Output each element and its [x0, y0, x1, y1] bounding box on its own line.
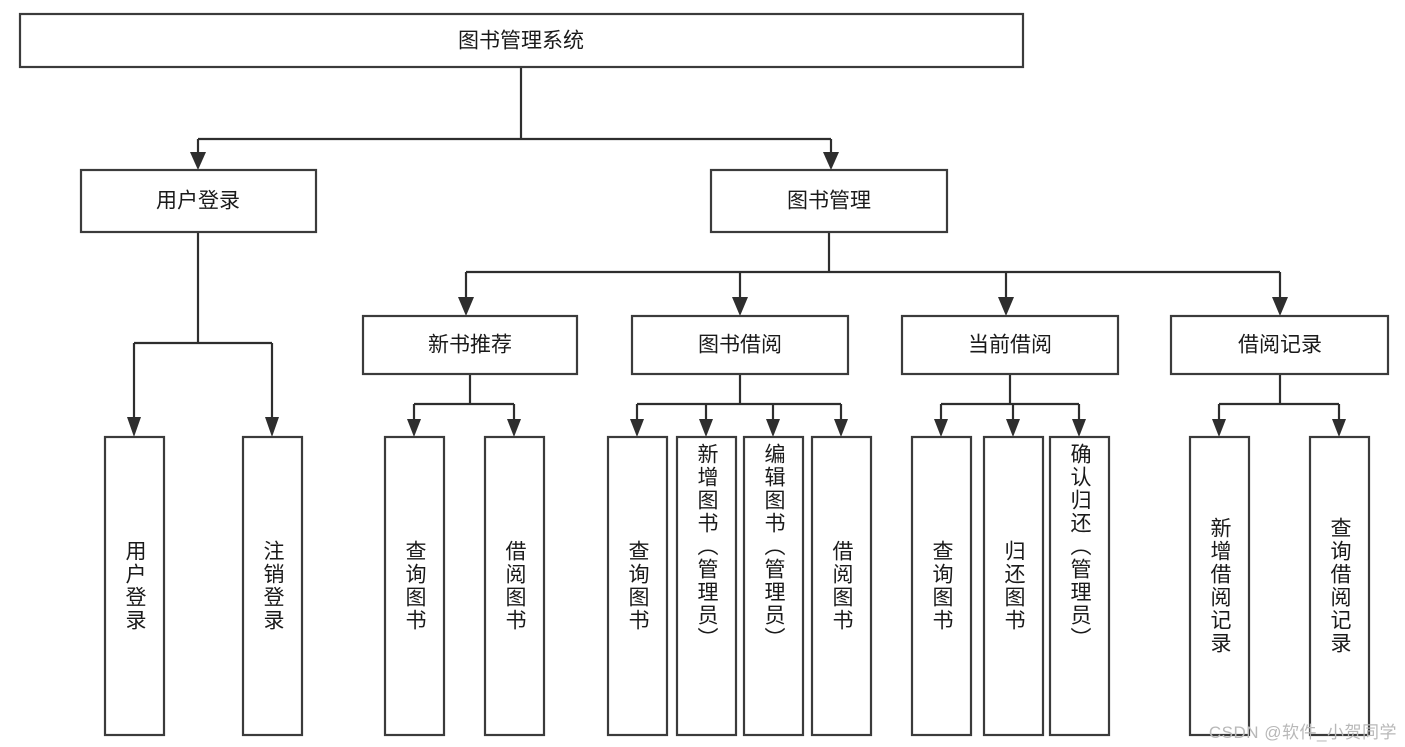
connector-group-newbook-to-leaves [407, 374, 521, 437]
node-book-borrow[interactable]: 图书借阅 [630, 314, 850, 376]
leaf-query-book-1-box[interactable] [383, 435, 446, 737]
node-user-login-box[interactable] [79, 168, 318, 234]
node-user-login-label: 用户登录 [156, 190, 240, 213]
arrow-head-leaf-edit-book [766, 419, 780, 437]
node-current-borrow-box[interactable] [900, 314, 1120, 376]
node-root-system[interactable]: 图书管理系统 [18, 12, 1025, 69]
arrow-head-leaf-add-book [699, 419, 713, 437]
csdn-watermark: CSDN @软件_小贺同学 [1208, 723, 1397, 742]
connector-group-borrowrecord-to-leaves [1212, 374, 1346, 437]
node-current-borrow-label: 当前借阅 [968, 334, 1052, 357]
arrow-head-leaf-query-book-3 [934, 419, 948, 437]
arrow-head-borrow-record [1272, 297, 1288, 316]
arrow-head-current-borrow [998, 297, 1014, 316]
arrow-head-leaf-borrow-book-1 [507, 419, 521, 437]
arrow-head-new-book-recommend [458, 297, 474, 316]
leaf-user-login-box[interactable] [103, 435, 166, 737]
node-borrow-record[interactable]: 借阅记录 [1169, 314, 1390, 376]
arrow-head-book-borrow [732, 297, 748, 316]
leaf-edit-book-box[interactable] [742, 435, 805, 737]
leaf-confirm-return-box[interactable] [1048, 435, 1111, 737]
leaf-borrow-book-2-box[interactable] [810, 435, 873, 737]
arrow-head-leaf-query-record [1332, 419, 1346, 437]
arrow-head-book-management [823, 152, 839, 170]
arrow-head-leaf-borrow-book-2 [834, 419, 848, 437]
connector-group-bookmgmt-to-level3 [458, 232, 1288, 316]
leaf-logout-box[interactable] [241, 435, 304, 737]
leaf-query-book-3-box[interactable] [910, 435, 973, 737]
node-book-borrow-box[interactable] [630, 314, 850, 376]
connector-group-bookborrow-to-leaves [630, 374, 848, 437]
node-book-management-label: 图书管理 [787, 190, 871, 213]
leaf-borrow-book-1-box[interactable] [483, 435, 546, 737]
node-root-system-label: 图书管理系统 [458, 30, 584, 53]
leaf-add-record-box[interactable] [1188, 435, 1251, 737]
node-root-system-box[interactable] [18, 12, 1025, 69]
arrow-head-leaf-user-login [127, 417, 141, 437]
arrow-head-leaf-query-book-2 [630, 419, 644, 437]
leaf-add-book-box[interactable] [675, 435, 738, 737]
node-user-login[interactable]: 用户登录 [79, 168, 318, 234]
arrow-head-leaf-return-book [1006, 419, 1020, 437]
node-new-book-recommend-box[interactable] [361, 314, 579, 376]
connector-group-root-to-level2 [190, 67, 839, 170]
node-new-book-recommend-label: 新书推荐 [428, 334, 512, 357]
node-current-borrow[interactable]: 当前借阅 [900, 314, 1120, 376]
leaf-return-book-box[interactable] [982, 435, 1045, 737]
node-new-book-recommend[interactable]: 新书推荐 [361, 314, 579, 376]
connector-group-currentborrow-to-leaves [934, 374, 1086, 437]
arrow-head-leaf-query-book-1 [407, 419, 421, 437]
leaf-query-book-2-box[interactable] [606, 435, 669, 737]
node-book-management[interactable]: 图书管理 [709, 168, 949, 234]
arrow-head-user-login [190, 152, 206, 170]
arrow-head-leaf-confirm-return [1072, 419, 1086, 437]
leaf-query-record-box[interactable] [1308, 435, 1371, 737]
connector-group-userlogin-to-leaves [127, 232, 279, 437]
node-book-management-box[interactable] [709, 168, 949, 234]
arrow-head-leaf-add-record [1212, 419, 1226, 437]
node-borrow-record-label: 借阅记录 [1238, 334, 1322, 357]
node-borrow-record-box[interactable] [1169, 314, 1390, 376]
arrow-head-leaf-logout [265, 417, 279, 437]
node-book-borrow-label: 图书借阅 [698, 334, 782, 357]
